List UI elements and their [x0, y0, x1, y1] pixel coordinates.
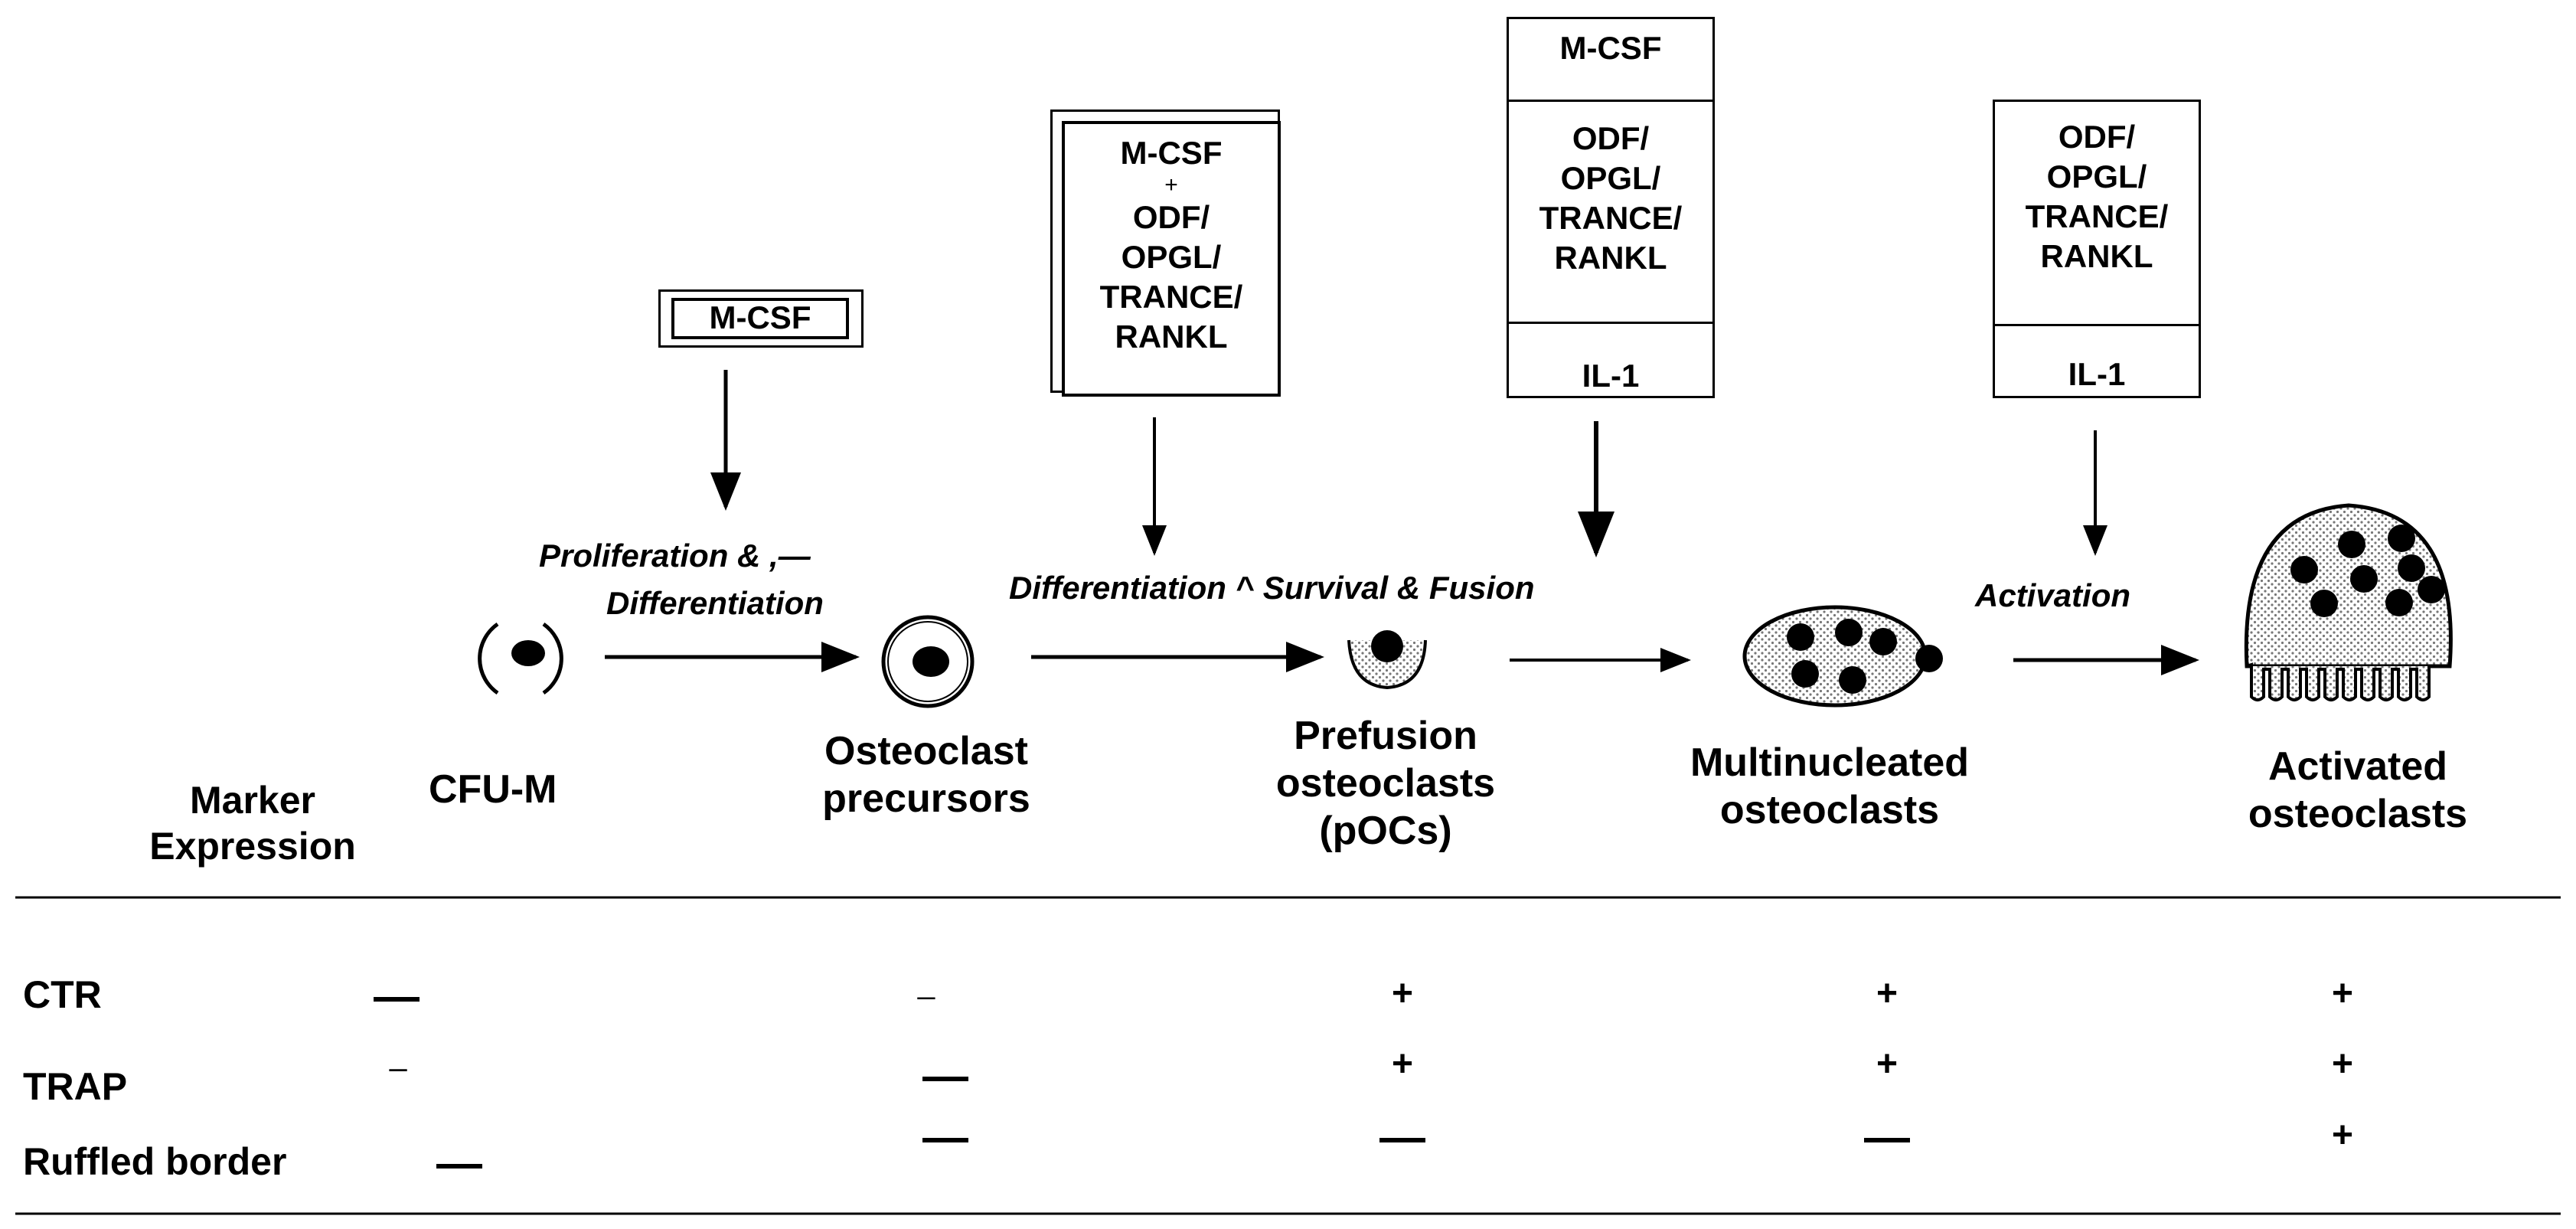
marker-row-label-ruffled-border: Ruffled border	[23, 1140, 287, 1183]
marker-header-line: Expression	[149, 825, 356, 868]
activated-osteoclast-cell-icon	[2244, 503, 2453, 701]
stage-label-line: Multinucleated	[1690, 740, 1970, 785]
marker-expression-header: Marker Expression	[138, 777, 367, 869]
prefusion-osteoclast-cell-icon	[1347, 630, 1427, 690]
factor-box-mcsf-rankl-inner: M-CSF + ODF/ OPGL/ TRANCE/ RANKL	[1062, 121, 1281, 397]
marker-value: —	[922, 1050, 968, 1101]
marker-value: +	[1876, 1044, 1899, 1084]
factor-label-group: ODF/ OPGL/ TRANCE/ RANKL	[1995, 117, 2199, 276]
marker-value: +	[2331, 1044, 2354, 1084]
stage-label-line: Prefusion	[1294, 714, 1477, 758]
factor-box-mcsf: M-CSF	[658, 289, 864, 348]
factor-label: RANKL	[2040, 238, 2153, 274]
factor-box-mcsf-rankl: M-CSF + ODF/ OPGL/ TRANCE/ RANKL	[1050, 109, 1281, 397]
factor-label: ODF/	[2058, 119, 2136, 155]
factor-label: OPGL/	[2046, 159, 2147, 194]
stage-label-line: osteoclasts	[2248, 792, 2468, 836]
marker-value: —	[922, 1111, 968, 1162]
factor-label: IL-1	[2068, 356, 2126, 392]
stage-label-prefusion-osteoclasts: Prefusion osteoclasts (pOCs)	[1232, 712, 1539, 855]
stage-label-line: Activated	[2267, 744, 2448, 789]
stage-label-line: osteoclasts	[1275, 761, 1496, 806]
marker-value: —	[1379, 1111, 1425, 1162]
factor-label: ODF/	[1132, 199, 1210, 235]
stage-label-line: Osteoclast	[824, 729, 1028, 773]
box-divider	[1995, 324, 2199, 326]
factor-label: TRANCE/	[1099, 279, 1243, 315]
marker-value: –	[389, 1049, 407, 1085]
factor-label: ODF/	[1572, 120, 1650, 156]
marker-value: —	[1864, 1111, 1910, 1162]
factor-label: M-CSF	[1120, 135, 1223, 171]
stage-label-line: precursors	[822, 776, 1030, 821]
factor-box-mcsf-rankl-il1: M-CSF ODF/ OPGL/ TRANCE/ RANKL IL-1	[1507, 17, 1715, 398]
marker-value: —	[436, 1137, 482, 1188]
stage-label-multinucleated-osteoclasts: Multinucleated osteoclasts	[1661, 739, 1998, 834]
factor-label: OPGL/	[1121, 239, 1222, 275]
marker-value: —	[374, 970, 420, 1021]
process-label-proliferation: Proliferation & ,—	[539, 538, 811, 574]
marker-value: _	[917, 966, 935, 1000]
factor-box-mcsf-inner: M-CSF	[671, 298, 849, 339]
marker-value: +	[1391, 973, 1414, 1014]
factor-label: RANKL	[1554, 240, 1667, 276]
process-label-differentiation-survival-fusion: Differentiation ^ Survival & Fusion	[1009, 570, 1535, 606]
stage-label-line: osteoclasts	[1719, 788, 1940, 832]
factor-label: TRANCE/	[2025, 198, 2169, 234]
factor-box-rankl-il1: ODF/ OPGL/ TRANCE/ RANKL IL-1	[1993, 100, 2201, 398]
process-label-activation: Activation	[1975, 577, 2131, 613]
cfu-m-cell-icon	[478, 622, 563, 695]
factor-label: RANKL	[1115, 319, 1228, 355]
factor-label: TRANCE/	[1539, 200, 1683, 236]
box-divider	[1509, 100, 1712, 102]
multinucleated-osteoclast-cell-icon	[1742, 605, 1943, 708]
factor-label: OPGL/	[1560, 160, 1661, 196]
factor-label-group: ODF/ OPGL/ TRANCE/ RANKL	[1509, 119, 1712, 278]
stage-label-line: (pOCs)	[1319, 809, 1452, 853]
factor-label: M-CSF	[709, 299, 811, 335]
factor-label: IL-1	[1582, 358, 1640, 394]
stage-label-cfu-m: CFU-M	[429, 767, 557, 812]
marker-value: +	[2331, 1115, 2354, 1155]
process-label-differentiation-1: Differentiation	[606, 585, 824, 621]
marker-value: +	[1391, 1044, 1414, 1084]
factor-label: M-CSF	[1559, 30, 1662, 66]
marker-row-label-ctr: CTR	[23, 973, 102, 1016]
marker-value: +	[1876, 973, 1899, 1014]
plus-sign: +	[1164, 172, 1178, 198]
marker-value: +	[2331, 973, 2354, 1014]
marker-header-line: Marker	[190, 779, 315, 822]
marker-row-label-trap: TRAP	[23, 1065, 128, 1108]
box-divider	[1509, 322, 1712, 324]
osteoclast-precursor-cell-icon	[881, 615, 975, 708]
stage-label-osteoclast-precursors: Osteoclast precursors	[781, 727, 1072, 822]
stage-label-activated-osteoclasts: Activated osteoclasts	[2205, 743, 2511, 838]
